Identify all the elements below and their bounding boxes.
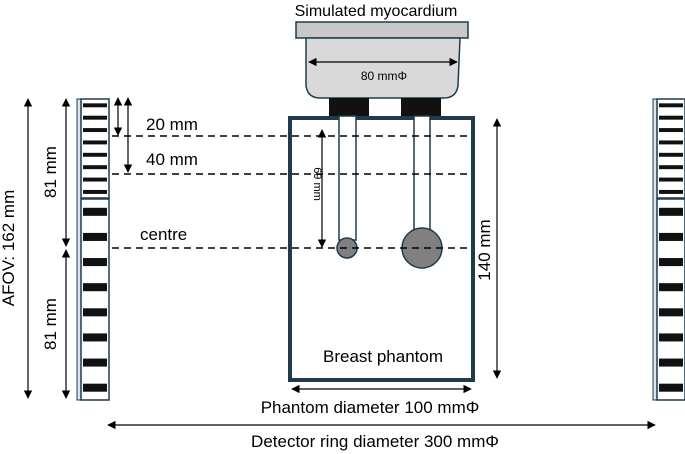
- detector-crystal: [83, 140, 107, 145]
- detector-crystal: [83, 358, 107, 367]
- detector-crystal: [83, 383, 107, 392]
- detector-crystal: [659, 232, 683, 241]
- rod-length-label: 69 mm: [311, 167, 323, 201]
- detector-crystal: [659, 140, 683, 145]
- detector-crystal: [83, 333, 107, 342]
- offset-40-label: 40 mm: [146, 150, 198, 169]
- detector-crystal: [659, 152, 683, 157]
- detector-crystal: [83, 152, 107, 157]
- ring-diameter-label: Detector ring diameter 300 mmΦ: [251, 432, 499, 451]
- afov-label: AFOV: 162 mm: [0, 190, 18, 307]
- detector-crystal: [83, 308, 107, 317]
- detector-crystal: [83, 207, 107, 216]
- detector-crystal: [83, 258, 107, 267]
- detector-crystal: [659, 128, 683, 133]
- connector-right: [401, 98, 441, 116]
- detector-crystal: [83, 283, 107, 292]
- offset-20-label: 20 mm: [146, 115, 198, 134]
- myocardium-diameter-label: 80 mmΦ: [361, 69, 407, 83]
- detector-crystal: [659, 283, 683, 292]
- small-rod: [338, 115, 357, 241]
- detector-crystal: [83, 189, 107, 194]
- detector-crystal: [659, 258, 683, 267]
- detector-crystal: [659, 333, 683, 342]
- detector-crystal: [659, 189, 683, 194]
- detector-crystal: [659, 308, 683, 317]
- centre-label: centre: [140, 225, 187, 244]
- lower-half-label: 81 mm: [41, 298, 60, 350]
- detector-crystal: [83, 165, 107, 170]
- detector-crystal: [659, 358, 683, 367]
- myocardium-body: [305, 37, 461, 99]
- detector-column-left: [76, 98, 110, 401]
- phantom-height-label: 140 mm: [475, 219, 494, 280]
- large-rod: [413, 115, 431, 231]
- detector-crystal: [83, 177, 107, 182]
- detector-block: [656, 98, 685, 199]
- detector-crystal: [659, 115, 683, 120]
- detector-crystal: [659, 103, 683, 108]
- detector-crystal: [83, 232, 107, 241]
- detector-block: [80, 198, 110, 401]
- detector-crystal: [659, 165, 683, 170]
- detector-crystal: [659, 207, 683, 216]
- breast-phantom-container: [288, 116, 475, 382]
- detector-crystal: [83, 103, 107, 108]
- detector-crystal: [83, 115, 107, 120]
- detector-column-right: [652, 98, 685, 401]
- myocardium-cap: [295, 21, 469, 39]
- detector-block: [80, 98, 110, 199]
- phantom-diameter-label: Phantom diameter 100 mmΦ: [261, 398, 480, 417]
- connector-left: [329, 98, 369, 116]
- detector-block: [656, 198, 685, 401]
- myocardium-label: Simulated myocardium: [295, 3, 458, 20]
- phantom-name-label: Breast phantom: [323, 347, 443, 366]
- detector-crystal: [659, 383, 683, 392]
- detector-crystal: [83, 128, 107, 133]
- detector-crystal: [659, 177, 683, 182]
- upper-half-label: 81 mm: [41, 146, 60, 198]
